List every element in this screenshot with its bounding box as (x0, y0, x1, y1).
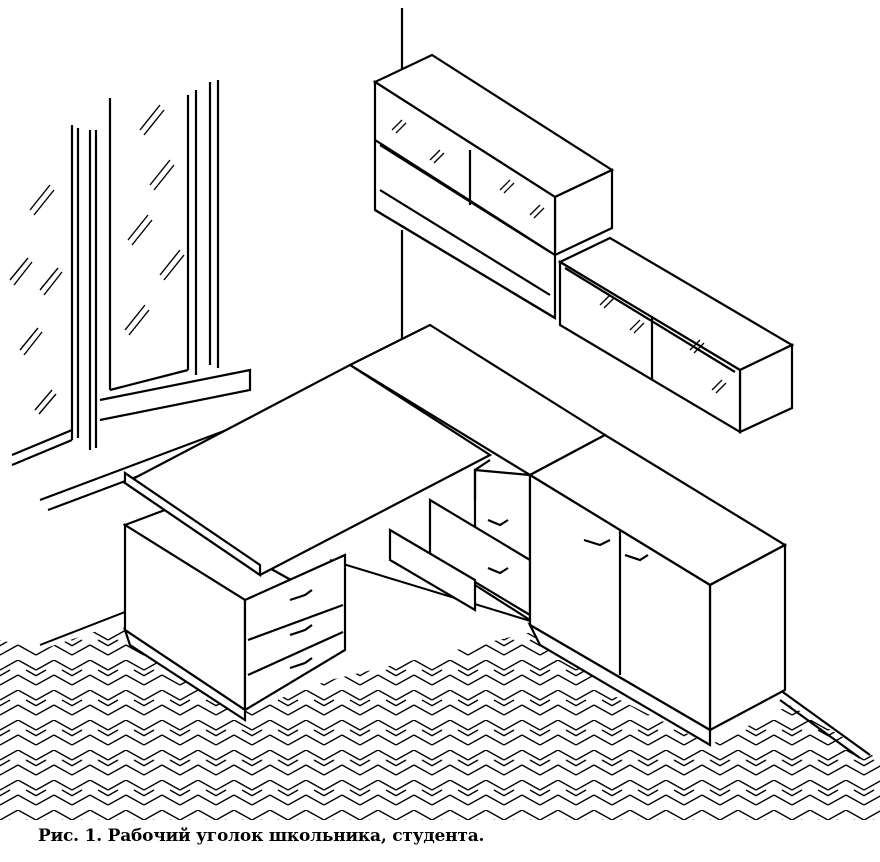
window (10, 80, 250, 465)
floor-cabinet (530, 435, 785, 745)
figure-caption: Рис. 1. Рабочий уголок школьника, студен… (38, 826, 485, 846)
wall-cabinet-lower (560, 238, 792, 432)
desk-back-section (350, 325, 605, 620)
desk-front-section (125, 365, 508, 720)
wall-cabinet-upper (375, 55, 612, 318)
furniture-illustration (0, 0, 880, 820)
